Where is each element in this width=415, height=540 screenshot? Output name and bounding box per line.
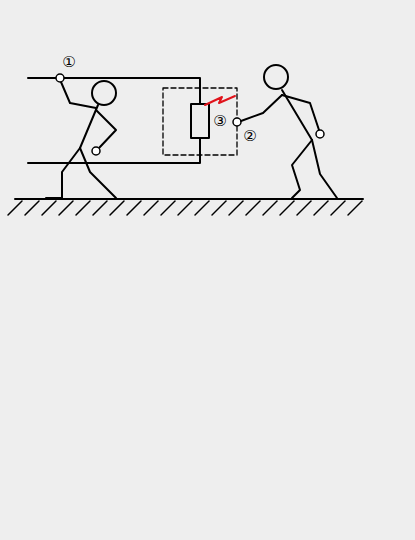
leakage-spark: [205, 96, 235, 105]
enclosure-dashed: [163, 88, 237, 155]
contact-point: [233, 118, 241, 126]
callout-number: ①: [62, 55, 75, 70]
ground: [8, 199, 363, 215]
person-left: [46, 74, 116, 198]
circuit-wires: [28, 78, 209, 163]
person-right: [241, 65, 337, 198]
callout-number: ③: [213, 114, 226, 129]
callout-number: ②: [243, 129, 256, 144]
resistor-symbol: [191, 104, 209, 138]
